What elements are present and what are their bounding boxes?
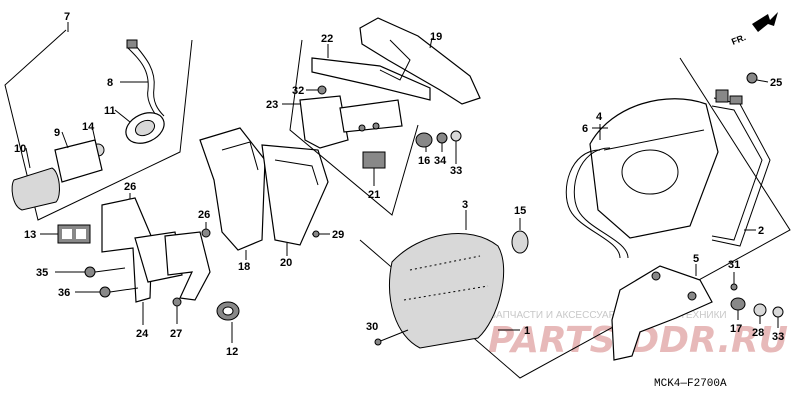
- front-direction-arrow-icon: FR.: [730, 12, 778, 47]
- part-18-fender: [199, 127, 266, 251]
- direction-label: FR.: [730, 32, 747, 47]
- callout-35: 35: [36, 267, 48, 279]
- part-22-latch: [339, 99, 403, 133]
- part-35-bolt: [84, 266, 96, 278]
- callout-1: 1: [524, 325, 530, 337]
- group-22-outline: [289, 39, 419, 216]
- callout-26b: 26: [198, 209, 210, 221]
- group-7-outline: [4, 29, 193, 221]
- part-32-nut: [317, 85, 327, 95]
- part-33b-nut: [772, 306, 784, 318]
- callout-7: 7: [64, 11, 70, 23]
- part-5-bracket: [611, 265, 713, 361]
- part-6-harness: [565, 149, 621, 259]
- part-21-connector: [362, 151, 386, 169]
- callout-33a: 33: [450, 165, 462, 177]
- callout-4: 4: [596, 111, 603, 123]
- callout-8: 8: [107, 77, 113, 89]
- callout-17: 17: [730, 323, 742, 335]
- part-34-collar: [436, 132, 448, 144]
- callout-34: 34: [434, 155, 447, 167]
- part-24-bracket: [101, 197, 153, 303]
- callout-22: 22: [321, 33, 333, 45]
- part-25-nut: [746, 72, 758, 84]
- part-27-bracket: [164, 231, 211, 301]
- callout-30: 30: [366, 321, 378, 333]
- callout-12: 12: [226, 346, 238, 358]
- part-3-lens: [389, 233, 505, 349]
- part-2-wire: [711, 97, 771, 247]
- callout-15: 15: [514, 205, 526, 217]
- callout-labels: 1 2 3 4 5 6 7 8 9 10 11 12 13 14 15 16 1…: [14, 11, 784, 358]
- callout-9: 9: [54, 127, 60, 139]
- part-9-housing: [54, 139, 103, 183]
- callout-13: 13: [24, 229, 36, 241]
- callout-27: 27: [170, 328, 182, 340]
- callout-5: 5: [693, 253, 699, 265]
- part-33a-nut: [450, 130, 462, 142]
- callout-2: 2: [758, 225, 764, 237]
- part-23-plate: [299, 95, 349, 149]
- callout-21: 21: [368, 189, 380, 201]
- part-15-bulb: [511, 230, 529, 254]
- part-8-wire: [127, 47, 159, 119]
- callout-16: 16: [418, 155, 430, 167]
- callout-10: 10: [14, 143, 26, 155]
- callout-26a: 26: [124, 181, 136, 193]
- callout-32: 32: [292, 85, 304, 97]
- part-16-grommet: [415, 132, 433, 148]
- callout-24: 24: [136, 328, 149, 340]
- part-19-cover: [359, 17, 481, 105]
- part-30-screw: [377, 329, 409, 343]
- callout-19: 19: [430, 31, 442, 43]
- part-20-splash-guard: [261, 144, 329, 246]
- callout-33b: 33: [772, 331, 784, 343]
- callout-20: 20: [280, 257, 292, 269]
- part-28-collar: [753, 303, 767, 317]
- callout-6: 6: [582, 123, 588, 135]
- callout-36: 36: [58, 287, 70, 299]
- callout-25: 25: [770, 77, 782, 89]
- callout-3: 3: [462, 199, 468, 211]
- watermark-caption: ЗАПЧАСТИ И АКСЕССУАРЫ ДЛЯ МОТОТЕХНИКИ: [490, 310, 727, 321]
- part-22-bracket: [311, 57, 431, 101]
- callout-11: 11: [104, 105, 116, 117]
- part-4-housing: [589, 98, 719, 239]
- callout-29: 29: [332, 229, 344, 241]
- diagram-code: MCK4—F2700A: [654, 378, 727, 390]
- part-26b-bolt: [201, 228, 211, 238]
- callout-14: 14: [82, 121, 95, 133]
- part-10-lens: [11, 167, 60, 211]
- callout-18: 18: [238, 261, 250, 273]
- part-17-grommet: [730, 297, 746, 311]
- callout-28: 28: [752, 327, 764, 339]
- part-36-bolt: [99, 286, 111, 298]
- callout-23: 23: [266, 99, 278, 111]
- callout-31: 31: [728, 259, 740, 271]
